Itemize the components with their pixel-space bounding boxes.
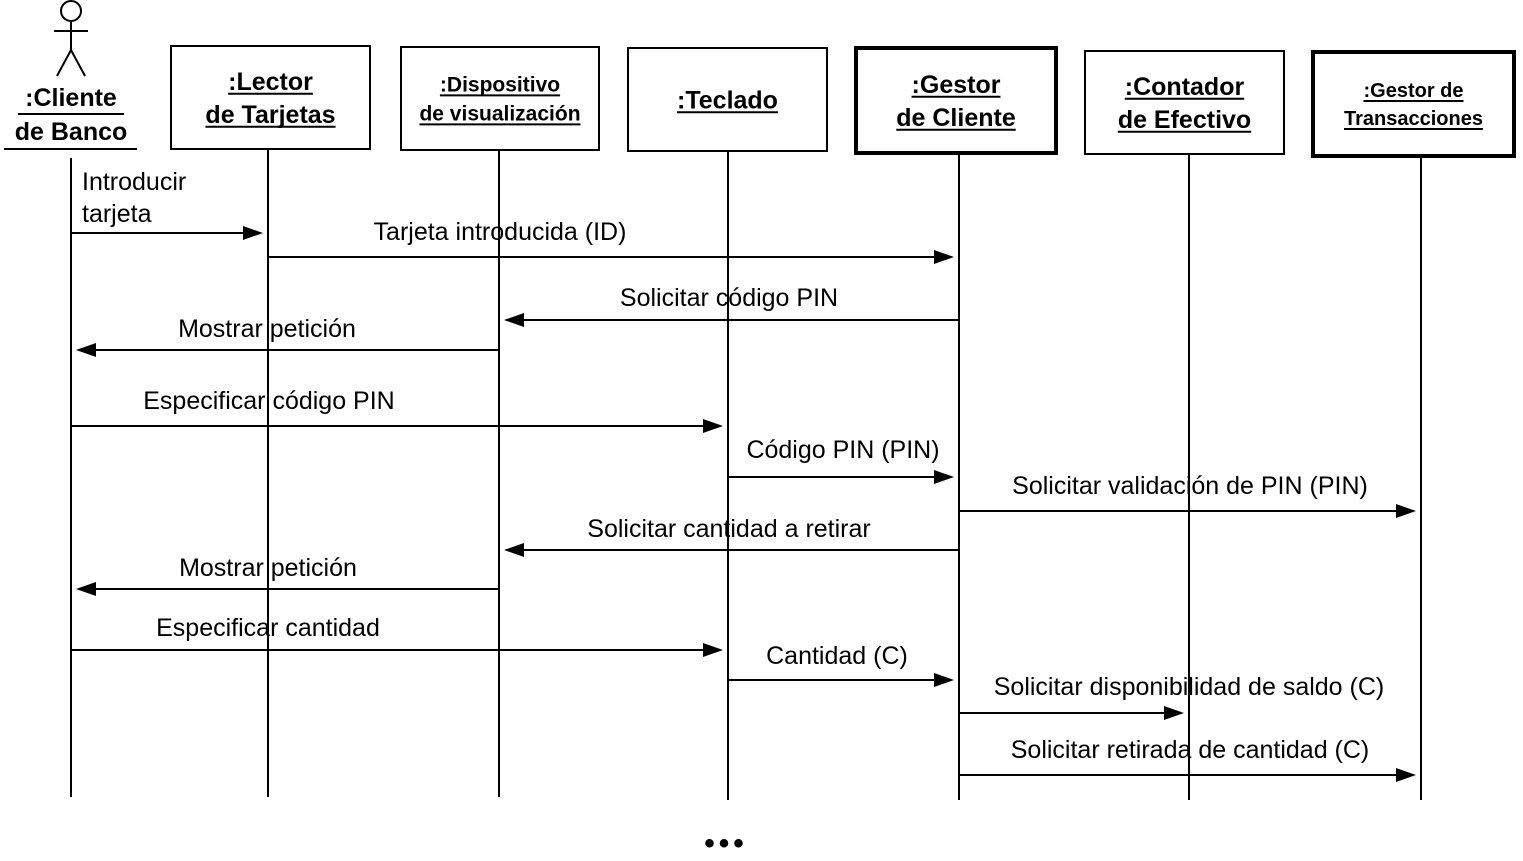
message-label-line: Código PIN (PIN) — [746, 436, 939, 464]
message-label-line: Solicitar disponibilidad de saldo (C) — [994, 673, 1384, 701]
message-3: Solicitar código PIN — [504, 284, 959, 327]
message-label-line: Especificar código PIN — [143, 387, 395, 415]
participant-name-line1: :Lector — [228, 68, 313, 96]
arrowhead-icon — [934, 673, 954, 687]
message-11: Cantidad (C) — [728, 642, 954, 687]
participant-gestor_trans: :Gestor de Transacciones — [1311, 50, 1516, 158]
message-label: Cantidad (C) — [766, 642, 908, 670]
message-4: Mostrar petición — [76, 315, 499, 357]
message-1: Introducir tarjeta — [71, 168, 263, 240]
object-box — [627, 47, 828, 152]
message-7: Solicitar validación de PIN (PIN) — [959, 472, 1416, 518]
message-label: Tarjeta introducida (ID) — [374, 218, 627, 246]
message-5: Especificar código PIN — [71, 387, 723, 433]
participant-name-line1: :Gestor de — [1363, 80, 1463, 102]
participant-lector: :Lector de Tarjetas — [170, 45, 371, 150]
message-13: Solicitar retirada de cantidad (C) — [959, 736, 1416, 782]
continuation-ellipsis: ••• — [704, 827, 748, 860]
message-label: Solicitar validación de PIN (PIN) — [1012, 472, 1368, 500]
message-2: Tarjeta introducida (ID) — [268, 218, 954, 264]
object-box — [400, 46, 600, 151]
message-label: Introducir tarjeta — [82, 168, 186, 228]
participant-name-line2: de Banco — [15, 118, 128, 146]
message-label: Especificar código PIN — [143, 387, 395, 415]
arrowhead-icon — [76, 343, 96, 357]
arrowhead-icon — [703, 643, 723, 657]
message-12: Solicitar disponibilidad de saldo (C) — [959, 673, 1384, 720]
active-object-box — [854, 46, 1058, 155]
message-label: Solicitar código PIN — [620, 284, 838, 312]
message-label-line: Introducir — [82, 168, 186, 196]
message-label-line: Mostrar petición — [179, 554, 357, 582]
participant-name-line2: de Cliente — [896, 104, 1016, 132]
object-box — [1084, 50, 1285, 155]
arrowhead-icon — [934, 250, 954, 264]
message-label-line: Solicitar código PIN — [620, 284, 838, 312]
participant-contador: :Contador de Efectivo — [1084, 50, 1285, 155]
message-label: Mostrar petición — [179, 554, 357, 582]
participant-name-line1: :Cliente — [25, 84, 117, 112]
object-box — [170, 45, 371, 150]
message-9: Mostrar petición — [76, 554, 499, 596]
participant-teclado: :Teclado — [627, 47, 828, 152]
message-8: Solicitar cantidad a retirar — [504, 515, 959, 557]
message-label: Especificar cantidad — [156, 614, 380, 642]
message-label-line: Solicitar retirada de cantidad (C) — [1011, 736, 1370, 764]
message-6: Código PIN (PIN) — [728, 436, 954, 484]
arrowhead-icon — [934, 470, 954, 484]
message-label-line: Mostrar petición — [178, 315, 356, 343]
participants: :Cliente de Banco :Lector de Tarjetas :Dispo… — [4, 0, 1516, 158]
participant-dispositivo: :Dispositivo de visualización — [400, 46, 600, 151]
message-label: Solicitar retirada de cantidad (C) — [1011, 736, 1370, 764]
arrowhead-icon — [1164, 706, 1184, 720]
message-label-line: Cantidad (C) — [766, 642, 908, 670]
arrowhead-icon — [504, 543, 524, 557]
message-label-line: Solicitar cantidad a retirar — [587, 515, 870, 543]
participant-name-line1: :Contador — [1125, 73, 1245, 101]
participant-name-line1: :Gestor — [912, 71, 1001, 99]
arrowhead-icon — [1396, 504, 1416, 518]
message-label: Solicitar cantidad a retirar — [587, 515, 870, 543]
participant-gestor_cliente: :Gestor de Cliente — [854, 46, 1058, 155]
message-label-line: Solicitar validación de PIN (PIN) — [1012, 472, 1368, 500]
message-label: Código PIN (PIN) — [746, 436, 939, 464]
message-10: Especificar cantidad — [71, 614, 723, 657]
arrowhead-icon — [243, 226, 263, 240]
message-label-line: Especificar cantidad — [156, 614, 380, 642]
actor-stick-figure-icon — [54, 0, 88, 77]
arrowhead-icon — [1396, 768, 1416, 782]
active-object-box — [1311, 50, 1516, 158]
message-label: Mostrar petición — [178, 315, 356, 343]
participant-cliente: :Cliente de Banco — [4, 0, 137, 150]
participant-name-line2: Transacciones — [1344, 108, 1483, 130]
arrowhead-icon — [504, 313, 524, 327]
arrowhead-icon — [703, 419, 723, 433]
message-label: Solicitar disponibilidad de saldo (C) — [994, 673, 1384, 701]
arrowhead-icon — [76, 582, 96, 596]
message-label-line: Tarjeta introducida (ID) — [374, 218, 627, 246]
message-label-line: tarjeta — [82, 200, 152, 228]
participant-name-line1: :Teclado — [677, 86, 778, 114]
participant-name-line2: de Tarjetas — [205, 101, 335, 129]
participant-name-line1: :Dispositivo — [440, 73, 560, 96]
participant-name-line2: de visualización — [419, 102, 580, 125]
participant-name-line2: de Efectivo — [1118, 106, 1251, 134]
